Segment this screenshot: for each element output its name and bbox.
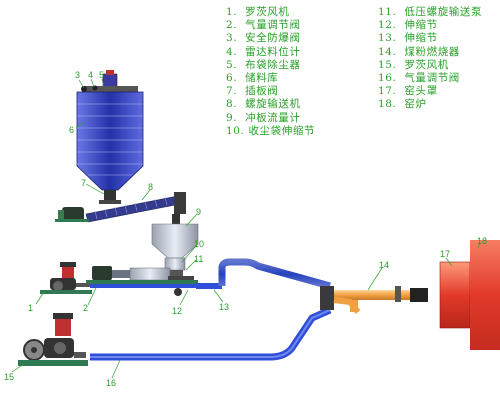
kiln-hood (439, 261, 471, 329)
kiln (470, 240, 500, 350)
callout-17: 17 (440, 249, 450, 259)
legend-item: 8. 螺旋输送机 (226, 98, 301, 111)
legend-item: 9. 冲板流量计 (226, 111, 301, 124)
callout-2: 2 (83, 303, 88, 313)
legend-item: 18. 窑炉 (378, 98, 427, 111)
legend-item: 13. 伸缩节 (378, 32, 438, 45)
legend-right: 11. 低压螺旋输送泵 12. 伸缩节 13. 伸缩节 14. 煤粉燃烧器 15… (378, 6, 482, 112)
callout-1: 1 (28, 303, 33, 313)
legend-item: 3. 安全防爆阀 (226, 32, 301, 45)
callout-3: 3 (75, 70, 80, 80)
legend-item: 16. 气量调节阀 (378, 71, 460, 84)
callout-15: 15 (4, 372, 14, 382)
impact-flowmeter (151, 214, 199, 278)
legend-item: 15. 罗茨风机 (378, 58, 449, 71)
callout-10: 10 (194, 239, 204, 249)
callout-6: 6 (69, 125, 74, 135)
screw-conveyor (55, 192, 186, 223)
callout-14: 14 (379, 260, 389, 270)
legend-item: 5. 布袋除尘器 (226, 58, 301, 71)
callout-9: 9 (196, 207, 201, 217)
callout-11: 11 (194, 254, 203, 264)
callout-12: 12 (172, 306, 182, 316)
callout-7: 7 (81, 178, 86, 188)
callout-5: 5 (99, 70, 104, 80)
storage-silo (76, 70, 144, 204)
legend-item: 2. 气量调节阀 (226, 19, 301, 32)
callout-8: 8 (148, 182, 153, 192)
callout-13: 13 (219, 302, 229, 312)
callout-16: 16 (106, 378, 116, 388)
leader-lines (11, 78, 481, 379)
legend-item: 7. 插板阀 (226, 85, 279, 98)
callout-18: 18 (477, 236, 487, 246)
roots-blower-bottom (18, 313, 88, 366)
legend-item: 14. 煤粉燃烧器 (378, 45, 460, 58)
legend-item: 4. 雷达料位计 (226, 45, 301, 58)
legend-item: 10. 收尘袋伸缩节 (226, 124, 316, 137)
coal-burner (320, 286, 428, 314)
legend-item: 17. 窑头罩 (378, 85, 438, 98)
legend-left: 1. 罗茨风机 2. 气量调节阀 3. 安全防爆阀 4. 雷达料位计 5. 布袋… (226, 6, 315, 138)
legend-item: 11. 低压螺旋输送泵 (378, 6, 483, 18)
lower-pipeline (90, 306, 332, 361)
callout-4: 4 (88, 70, 93, 80)
roots-blower-top (40, 262, 92, 294)
legend-item: 12. 伸缩节 (378, 19, 438, 32)
legend-item: 6. 储料库 (226, 71, 279, 84)
screw-pump (86, 266, 198, 296)
upper-pipeline (90, 258, 331, 290)
legend-item: 1. 罗茨风机 (226, 6, 290, 18)
